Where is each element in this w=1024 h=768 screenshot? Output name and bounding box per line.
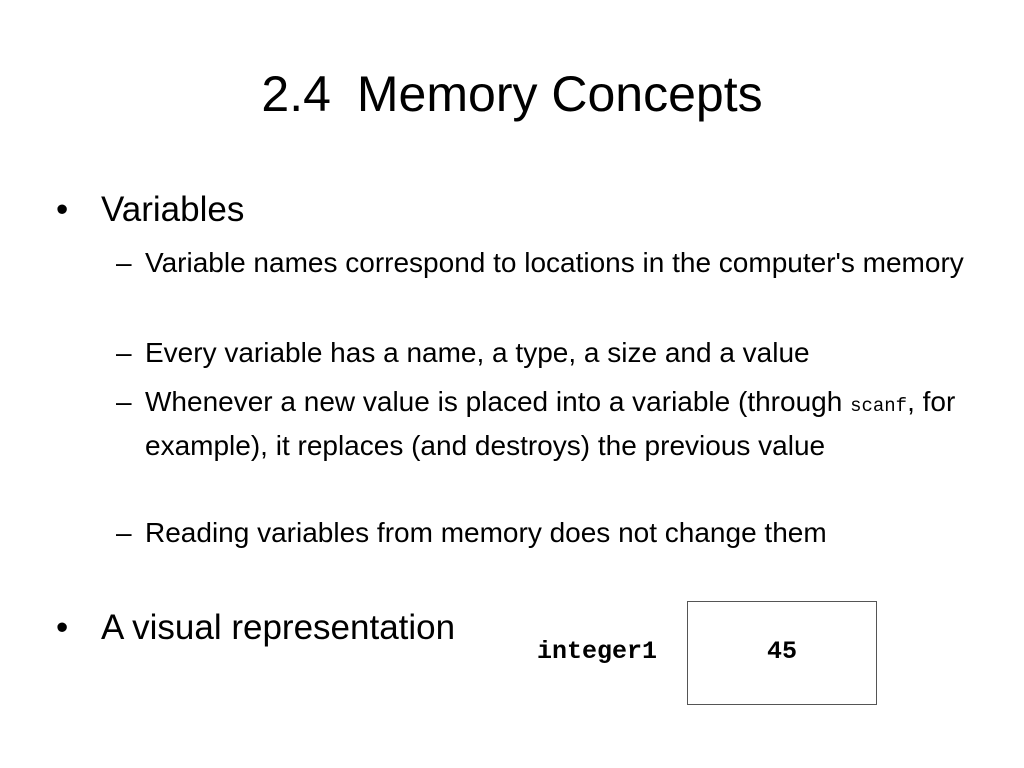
memory-value: 45 [767,637,798,666]
variable-name-label: integer1 [537,637,658,666]
subitem-variable-attributes: – Every variable has a name, a type, a s… [116,333,996,373]
bullet-text: Variables [101,190,245,229]
subitem-text: Variable names correspond to locations i… [145,247,964,278]
subitem-text: Every variable has a name, a type, a siz… [145,337,810,368]
subitem-text-after: , for example), it replaces (and destroy… [145,386,956,461]
bullet-marker: • [56,608,69,647]
section-number: 2.4 [261,66,331,122]
subitem-reading-variables: – Reading variables from memory does not… [116,513,996,553]
dash-marker: – [116,337,132,368]
dash-marker: – [116,386,132,417]
subitem-replace-value: – Whenever a new value is placed into a … [116,382,996,466]
bullet-text: A visual representation [101,608,456,647]
memory-location-box [687,601,877,705]
subitem-text-before: Whenever a new value is placed into a va… [145,386,851,417]
slide-title: 2.4 Memory Concepts [0,64,1024,124]
subitem-variable-names: – Variable names correspond to locations… [116,243,996,283]
code-scanf: scanf [850,395,908,417]
subitem-text: Reading variables from memory does not c… [145,517,827,548]
dash-marker: – [116,247,132,278]
subitem-text: Whenever a new value is placed into a va… [145,382,996,466]
bullet-marker: • [56,190,69,229]
title-text: Memory Concepts [356,66,763,122]
dash-marker: – [116,517,132,548]
